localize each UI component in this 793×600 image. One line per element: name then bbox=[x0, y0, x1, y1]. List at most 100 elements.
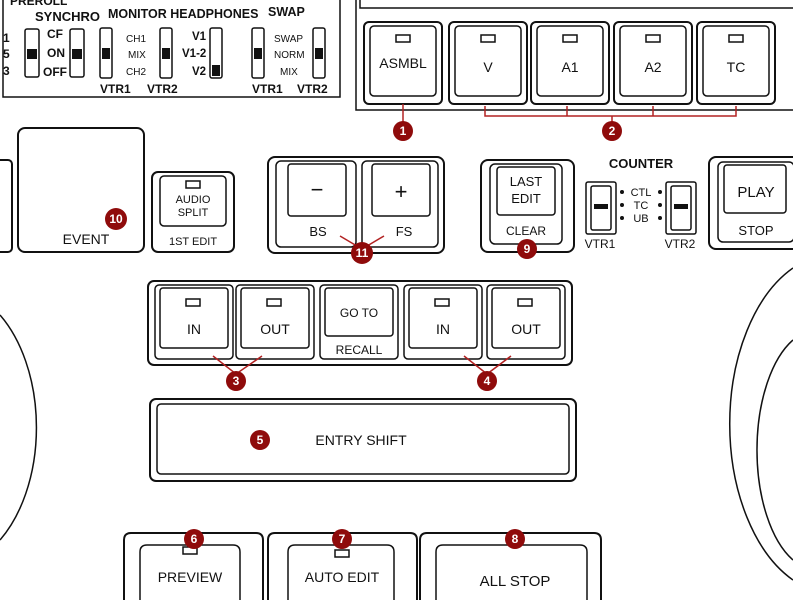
goto-recall-key[interactable]: GO TO RECALL bbox=[319, 284, 399, 360]
audio-split-label: AUDIO bbox=[176, 194, 211, 206]
mode-key-frame bbox=[355, 0, 793, 111]
callout-3-label: 3 bbox=[233, 374, 240, 388]
audio1-key[interactable]: A1 bbox=[530, 21, 610, 105]
synchro-value-cf: CF bbox=[47, 27, 63, 41]
vtr1-out-key-label: OUT bbox=[260, 321, 290, 337]
left-search-dial[interactable] bbox=[0, 314, 38, 541]
swap-vtr1-switch[interactable] bbox=[251, 27, 265, 79]
tc-key[interactable]: TC bbox=[696, 21, 776, 105]
edit-mode-key-group: ASMBL V A1 A2 TC bbox=[355, 0, 793, 111]
preroll-switch[interactable] bbox=[24, 28, 40, 78]
callout-1: 1 bbox=[393, 121, 413, 141]
callout-5: 5 bbox=[250, 430, 270, 450]
swap-value-mix: MIX bbox=[280, 67, 298, 78]
callout-3: 3 bbox=[226, 371, 246, 391]
vtr1-in-key[interactable]: IN bbox=[154, 284, 234, 360]
preview-key-label: PREVIEW bbox=[158, 569, 223, 585]
setup-switch-panel: PREROLL SYNCHRO 1 5 3 CF ON OFF MONITOR … bbox=[2, 0, 341, 98]
last-edit-label-2: EDIT bbox=[511, 191, 541, 206]
all-stop-key[interactable]: ALL STOP bbox=[419, 532, 602, 600]
video-key[interactable]: V bbox=[448, 21, 528, 105]
callout-8: 8 bbox=[505, 529, 525, 549]
synchro-value-off: OFF bbox=[43, 65, 67, 79]
counter-value-ub: UB bbox=[633, 213, 648, 225]
preroll-value-3: 3 bbox=[3, 64, 10, 78]
monitor-value-ch2: CH2 bbox=[126, 67, 146, 78]
audio2-key-label: A2 bbox=[644, 59, 661, 75]
all-stop-key-label: ALL STOP bbox=[480, 573, 551, 590]
swap-vtr1-label: VTR1 bbox=[252, 82, 283, 96]
counter-vtr1-switch[interactable] bbox=[585, 181, 617, 235]
callout-7: 7 bbox=[332, 529, 352, 549]
recall-key-label: RECALL bbox=[336, 343, 383, 357]
vtr1-in-key-label: IN bbox=[187, 321, 201, 337]
video-key-label: V bbox=[483, 59, 493, 75]
vtr1-out-key[interactable]: OUT bbox=[235, 284, 315, 360]
counter-value-ctl: CTL bbox=[631, 187, 652, 199]
swap-vtr2-switch[interactable] bbox=[312, 27, 326, 79]
last-edit-clear-key[interactable]: LAST EDIT CLEAR bbox=[480, 159, 575, 253]
callout-10: 10 bbox=[105, 208, 127, 230]
entry-shift-key[interactable]: ENTRY SHIFT bbox=[149, 398, 577, 482]
vtr2-out-key-label: OUT bbox=[511, 321, 541, 337]
audio2-key[interactable]: A2 bbox=[613, 21, 693, 105]
callout-10-label: 10 bbox=[109, 212, 123, 226]
preroll-value-5: 5 bbox=[3, 47, 10, 61]
swap-value-norm: NORM bbox=[274, 50, 305, 61]
headphone-value-v2: V2 bbox=[192, 66, 206, 78]
preroll-label: PREROLL bbox=[10, 0, 67, 8]
monitor-vtr1-label: VTR1 bbox=[100, 82, 131, 96]
mode-key-frame-top bbox=[359, 0, 793, 9]
monitor-vtr1-switch[interactable] bbox=[99, 27, 113, 79]
right-search-dial[interactable] bbox=[729, 267, 793, 581]
monitor-vtr2-switch[interactable] bbox=[159, 27, 173, 79]
minus-key-label: − bbox=[311, 177, 324, 202]
counter-label: COUNTER bbox=[609, 156, 674, 171]
last-edit-label: LAST bbox=[510, 174, 543, 189]
callout-4: 4 bbox=[477, 371, 497, 391]
callout-6-label: 6 bbox=[191, 532, 198, 546]
callout-1-label: 1 bbox=[400, 124, 407, 138]
minus-bs-key[interactable]: − BS bbox=[275, 160, 357, 248]
headphones-switch[interactable] bbox=[209, 27, 223, 79]
bs-fs-key-group: − BS + FS bbox=[267, 156, 445, 254]
vtr2-out-key[interactable]: OUT bbox=[486, 284, 566, 360]
asmbl-key-label: ASMBL bbox=[379, 55, 427, 71]
audio1-key-label: A1 bbox=[561, 59, 578, 75]
monitor-value-mix: MIX bbox=[128, 50, 146, 61]
auto-edit-key[interactable]: AUTO EDIT bbox=[267, 532, 418, 600]
counter-vtr2-switch[interactable] bbox=[665, 181, 697, 235]
callout-7-label: 7 bbox=[339, 532, 346, 546]
callout-8-label: 8 bbox=[512, 532, 519, 546]
clear-key-label: CLEAR bbox=[506, 224, 546, 238]
stop-key-label: STOP bbox=[738, 223, 773, 238]
counter-vtr2-label: VTR2 bbox=[665, 237, 696, 251]
tc-key-label: TC bbox=[727, 59, 746, 75]
monitor-headphones-label: MONITOR HEADPHONES bbox=[108, 7, 258, 21]
left-edge-key[interactable] bbox=[0, 159, 13, 253]
audio-split-key[interactable]: AUDIO SPLIT 1ST EDIT bbox=[151, 171, 235, 253]
callout-9-label: 9 bbox=[524, 242, 531, 256]
preview-key[interactable]: PREVIEW bbox=[123, 532, 264, 600]
vtr2-in-key[interactable]: IN bbox=[403, 284, 483, 360]
play-key-label: PLAY bbox=[737, 184, 774, 201]
synchro-switch[interactable] bbox=[69, 28, 85, 78]
event-key-label: EVENT bbox=[63, 231, 110, 247]
first-edit-label: 1ST EDIT bbox=[169, 236, 217, 248]
monitor-vtr2-label: VTR2 bbox=[147, 82, 178, 96]
bs-key-label: BS bbox=[309, 224, 327, 239]
swap-label: SWAP bbox=[268, 5, 305, 19]
synchro-value-on: ON bbox=[47, 46, 65, 60]
callout-4-label: 4 bbox=[484, 374, 491, 388]
plus-fs-key[interactable]: + FS bbox=[361, 160, 439, 248]
callout-11-label: 11 bbox=[356, 246, 369, 260]
counter-section: COUNTER CTL TC UB VTR1 VTR2 bbox=[585, 156, 697, 251]
callout-9: 9 bbox=[517, 239, 537, 259]
asmbl-key[interactable]: ASMBL bbox=[363, 21, 443, 105]
play-stop-key[interactable]: PLAY STOP bbox=[708, 156, 793, 250]
swap-value-swap: SWAP bbox=[274, 34, 303, 45]
right-search-dial-inner bbox=[756, 339, 793, 561]
event-key[interactable]: EVENT bbox=[17, 127, 145, 253]
swap-vtr2-label: VTR2 bbox=[297, 82, 328, 96]
